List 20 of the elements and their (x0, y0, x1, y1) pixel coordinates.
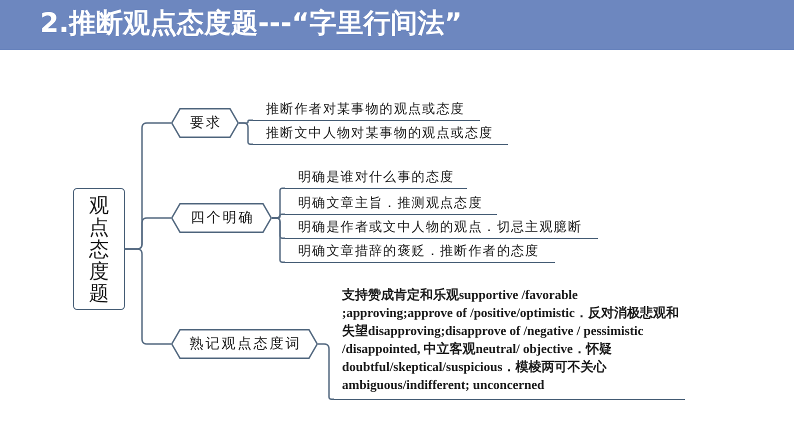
topic-item: 推断作者对某事物的观点或态度 (253, 97, 480, 121)
connector-line (318, 343, 334, 400)
branch-label: 要求 (189, 114, 222, 132)
branch-hexagon (171, 329, 318, 359)
topic-item: 推断文中人物对某事物的观点或态度 (253, 122, 508, 145)
topic-item: 明确文章主旨．推测观点态度 (285, 195, 497, 215)
topic-item: 明确是谁对什么事的态度 (285, 169, 467, 189)
title-text: 2.推断观点态度题---“字里行间法” (40, 7, 462, 41)
root-box (73, 188, 125, 310)
branch-hexagon (171, 108, 239, 138)
branch-label: 熟记观点态度词 (188, 335, 302, 353)
branch-hexagon (171, 203, 272, 233)
vocabulary-note: 支持赞成肯定和乐观supportive /favorable ;approving;approve of /positive/optimistic．反对消极悲观和失望disapproving;disapprove of /negative / pessimistic /disappointed, 中立客观neutral/ objective．怀疑doubtful/skeptical/suspicious．模棱两可不关心ambiguous/indifferent; unconcerned (334, 284, 685, 400)
topic-item: 明确文章措辞的褒贬．推断作者的态度 (285, 243, 555, 263)
connector-line (272, 217, 285, 263)
topic-item: 明确是作者或文中人物的观点．切忌主观臆断 (285, 219, 598, 239)
connector-line (239, 122, 253, 145)
root-label: 观点态度题 (89, 194, 109, 304)
branch-label: 四个明确 (190, 209, 254, 227)
connector-line (125, 248, 171, 345)
